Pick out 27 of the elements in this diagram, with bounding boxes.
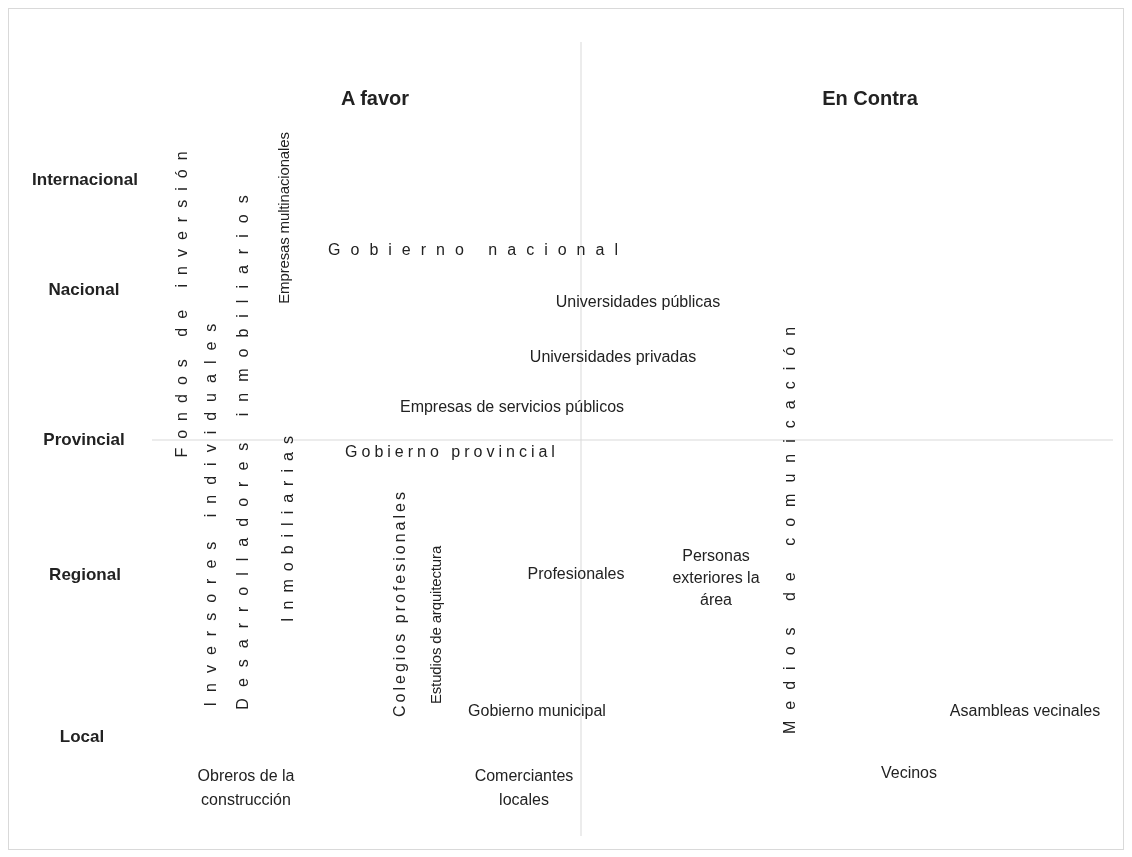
level-label: Provincial	[43, 429, 125, 452]
stakeholder-label: Inmobiliarias	[278, 428, 297, 622]
column-heading: En Contra	[822, 86, 918, 111]
stakeholder-label: Obreros de la construcción	[196, 766, 296, 810]
stakeholder-label: Fondos de inversión	[172, 142, 191, 458]
level-label: Local	[59, 726, 105, 749]
stakeholder-label: Inversores individuales	[201, 313, 220, 707]
column-heading: A favor	[340, 86, 410, 111]
level-label: Internacional	[32, 169, 138, 192]
level-label: Regional	[49, 564, 121, 587]
stakeholder-label: Universidades privadas	[529, 347, 697, 367]
stakeholder-label: Universidades públicas	[555, 292, 721, 312]
stakeholder-label: Empresas de servicios públicos	[399, 397, 625, 417]
stakeholder-label: Gobierno provincial	[345, 442, 559, 462]
stakeholder-label: Gobierno municipal	[468, 701, 606, 721]
stakeholder-label: Medios de comunicación	[780, 315, 799, 735]
stakeholder-label: Empresas multinacionales	[273, 132, 293, 304]
stakeholder-label: Estudios de arquitectura	[425, 545, 445, 705]
stakeholder-label: Gobierno nacional	[328, 240, 628, 260]
stakeholder-label: Vecinos	[881, 763, 937, 783]
stakeholder-label: Asambleas vecinales	[949, 701, 1101, 721]
stakeholder-label: Desarrolladores inmobiliarios	[233, 184, 252, 710]
stakeholder-label: Profesionales	[527, 564, 625, 584]
stakeholder-label: Colegios profesionales	[390, 489, 409, 717]
stakeholder-label: Comerciantes locales	[473, 766, 575, 810]
level-label: Nacional	[48, 279, 120, 302]
stakeholder-label: Personas exteriores la área	[672, 546, 760, 610]
